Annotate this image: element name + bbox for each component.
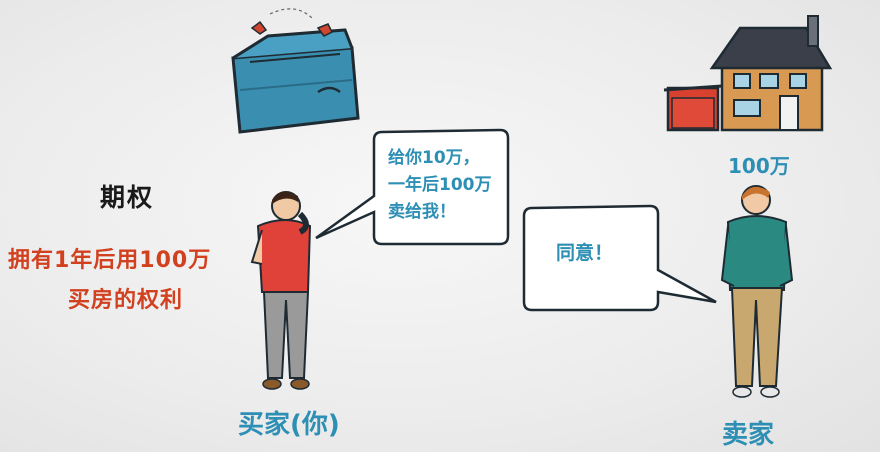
option-definition-line1: 拥有1年后用100万: [8, 248, 212, 273]
empty-wallet-icon: [231, 8, 360, 134]
buyer-speech-line: 卖给我！: [388, 202, 456, 222]
seller-speech-bubble: [522, 204, 717, 312]
buyer-speech-bubble: [315, 128, 510, 246]
house-icon: [663, 15, 833, 132]
buyer-figure: [250, 191, 312, 390]
seller-speech-text: 同意！: [556, 242, 614, 264]
buyer-label: 买家(你): [238, 410, 340, 440]
buyer-speech-line: 一年后100万: [388, 175, 492, 195]
seller-label: 卖家: [722, 420, 775, 450]
house-price-label: 100万: [728, 154, 790, 178]
buyer-speech-line: 给你10万，: [388, 148, 480, 168]
option-definition-line2: 买房的权利: [68, 288, 184, 313]
option-title: 期权: [100, 183, 155, 212]
buyer-speech-text: 给你10万， 一年后100万 卖给我！: [388, 145, 492, 226]
seller-figure: [720, 185, 794, 398]
